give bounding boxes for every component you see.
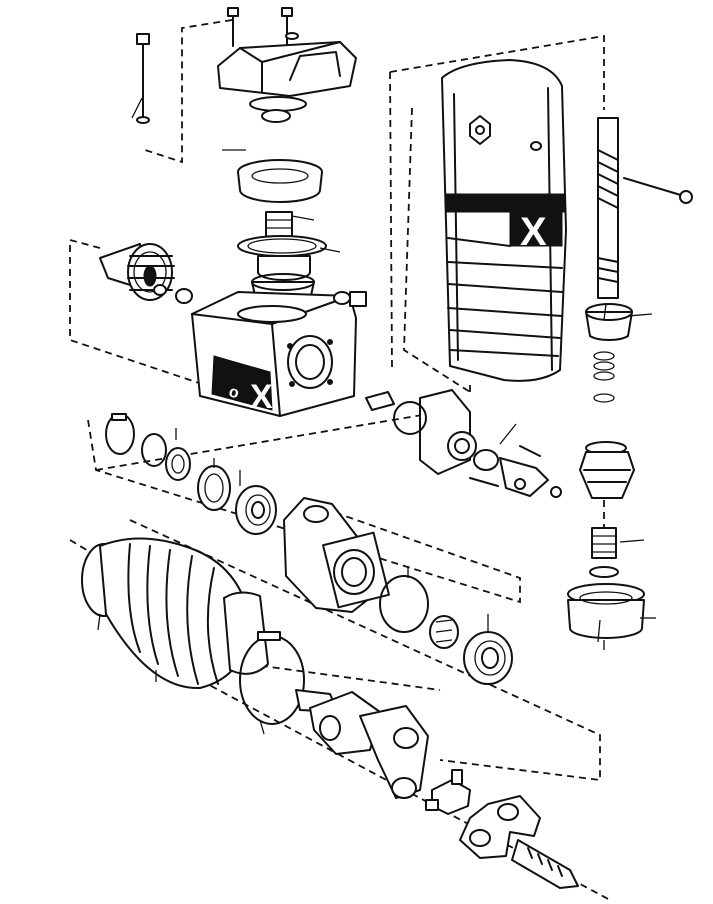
rubber-bellows bbox=[81, 537, 305, 725]
bevel-gear-stack bbox=[567, 441, 645, 639]
top-cap bbox=[217, 41, 357, 123]
shift-cover: X bbox=[441, 59, 567, 382]
shift-mechanism bbox=[365, 389, 562, 498]
flange-housing bbox=[283, 497, 513, 685]
drive-gear bbox=[99, 243, 193, 304]
output-yoke bbox=[459, 795, 579, 889]
snap-rings-and-seals bbox=[105, 413, 277, 535]
housing-x-mark: X bbox=[250, 378, 273, 416]
gear-housing: o X bbox=[191, 291, 367, 417]
svg-text:o: o bbox=[227, 383, 241, 402]
vertical-shaft bbox=[585, 117, 693, 403]
universal-joint-assembly bbox=[295, 689, 471, 815]
leader-lines bbox=[97, 97, 656, 735]
upper-bearing-stack bbox=[237, 159, 327, 307]
top-screws bbox=[136, 7, 299, 124]
cover-x-mark: X bbox=[520, 210, 547, 254]
